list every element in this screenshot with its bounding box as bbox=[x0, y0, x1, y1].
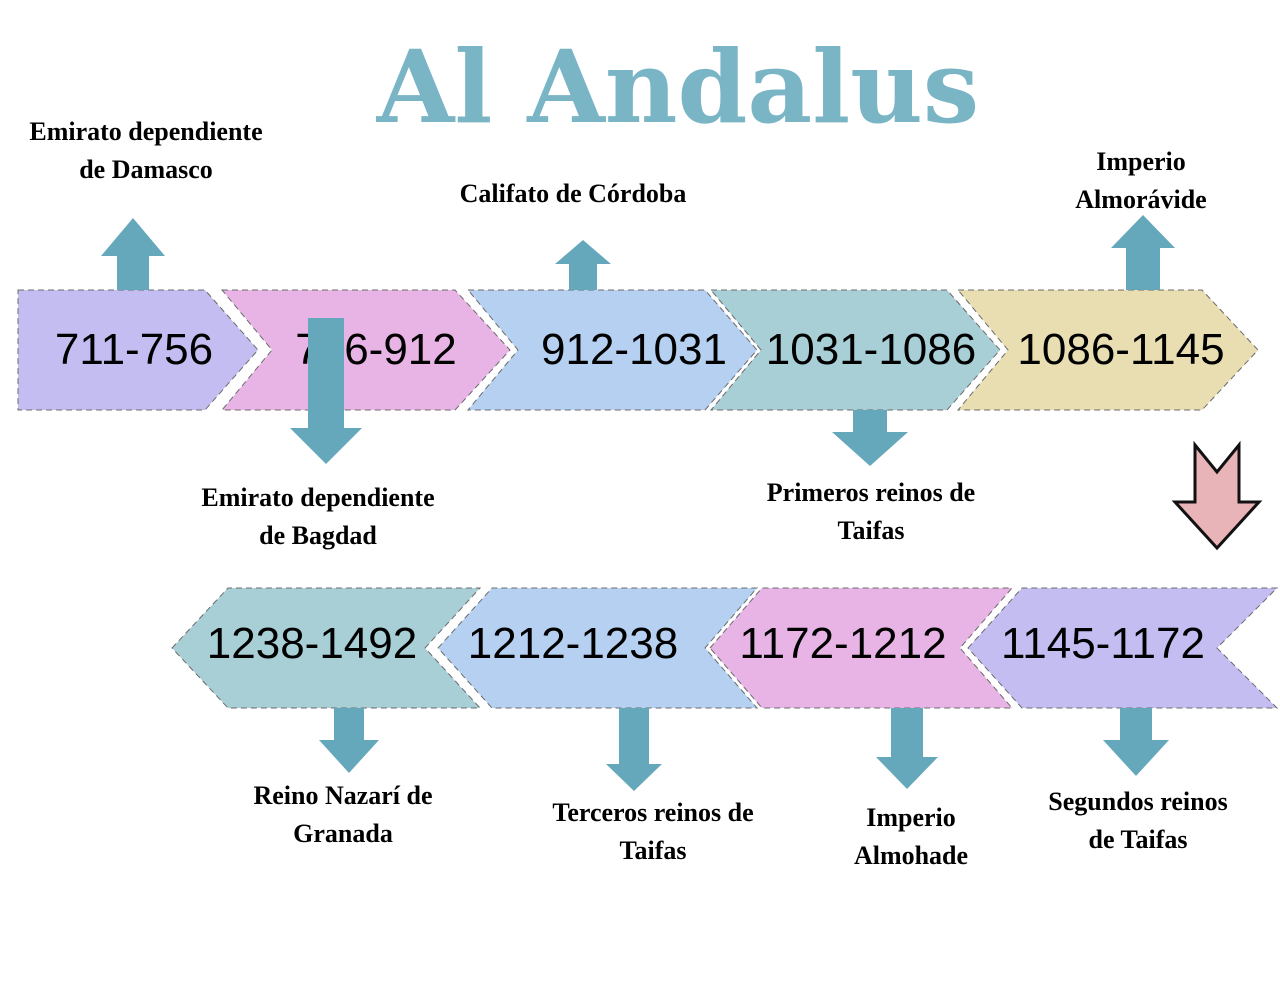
event-label: Granada bbox=[293, 819, 393, 848]
event-label: Taifas bbox=[838, 516, 905, 545]
period-chevron bbox=[466, 289, 758, 411]
event-label: Terceros reinos de bbox=[552, 798, 753, 827]
period-label: 1031-1086 bbox=[766, 325, 976, 374]
event-label: Primeros reinos de bbox=[767, 478, 975, 507]
event-label: Taifas bbox=[620, 836, 687, 865]
event-arrows bbox=[101, 215, 1263, 791]
event-label: Emirato dependiente bbox=[201, 483, 434, 512]
event-label: Segundos reinos bbox=[1048, 787, 1227, 816]
period-label: 711-756 bbox=[55, 325, 213, 374]
event-arrow bbox=[606, 708, 662, 791]
event-label: Reino Nazarí de bbox=[253, 781, 432, 810]
period-label: 1238-1492 bbox=[207, 619, 417, 668]
event-label: Imperio bbox=[1096, 147, 1186, 176]
event-label: Almorávide bbox=[1075, 185, 1206, 214]
period-chevron bbox=[437, 587, 759, 709]
event-arrow bbox=[319, 708, 379, 773]
event-arrow bbox=[832, 410, 908, 466]
period-label: 1145-1172 bbox=[1001, 619, 1205, 668]
period-label: 1172-1212 bbox=[739, 619, 946, 668]
event-arrow bbox=[101, 218, 165, 290]
event-label: de Bagdad bbox=[259, 521, 377, 550]
period-label: 912-1031 bbox=[541, 325, 727, 374]
period-chevron bbox=[17, 289, 259, 411]
event-label: Emirato dependiente bbox=[29, 117, 262, 146]
period-label: 1086-1145 bbox=[1017, 325, 1224, 374]
period-chevron bbox=[171, 587, 482, 709]
period-chevron bbox=[709, 289, 1001, 411]
event-label: de Taifas bbox=[1089, 825, 1188, 854]
period-chevron bbox=[220, 289, 511, 411]
period-chevron bbox=[967, 587, 1279, 709]
event-arrow bbox=[1111, 215, 1175, 290]
diagram-title: Al Andalus bbox=[376, 28, 979, 146]
period-chevron bbox=[709, 587, 1014, 709]
event-label: Almohade bbox=[854, 841, 968, 870]
event-arrow bbox=[1103, 708, 1169, 776]
period-label: 1212-1238 bbox=[468, 619, 678, 668]
event-label: Imperio bbox=[866, 803, 956, 832]
row-continuation-arrow-icon bbox=[1171, 440, 1263, 551]
event-arrow bbox=[290, 318, 362, 464]
period-chevron bbox=[956, 289, 1259, 411]
event-arrow bbox=[876, 708, 938, 789]
event-label: de Damasco bbox=[79, 155, 213, 184]
event-label: Califato de Córdoba bbox=[460, 179, 687, 208]
event-arrow bbox=[555, 240, 611, 290]
